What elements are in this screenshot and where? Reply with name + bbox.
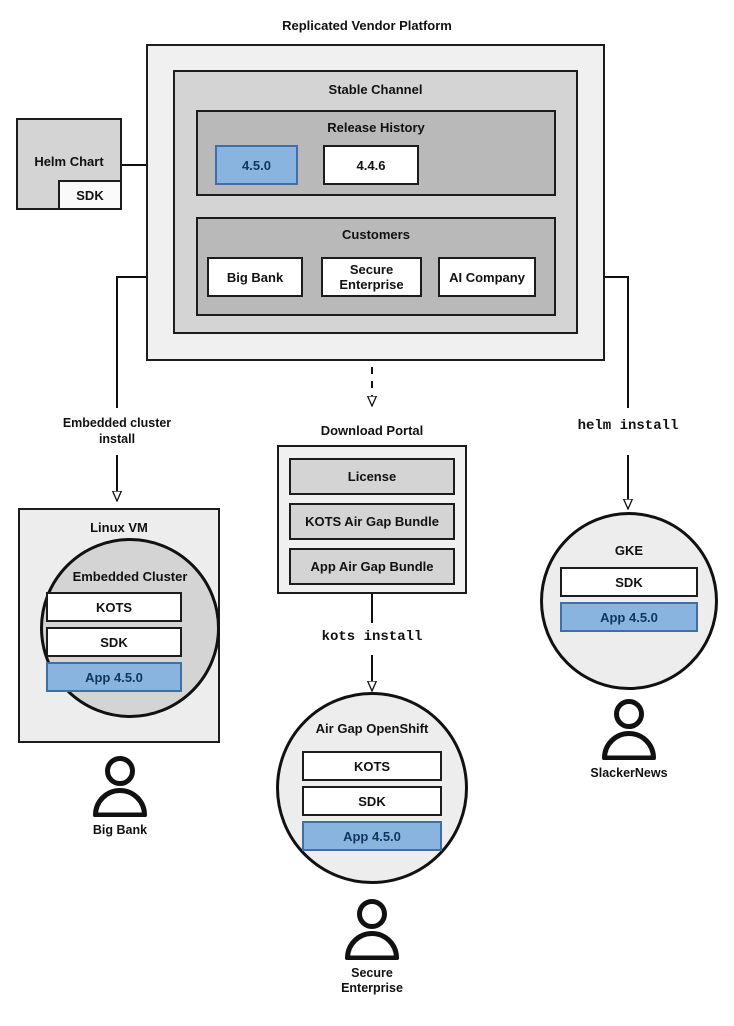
release-item-4-5-0[interactable]: 4.5.0 bbox=[215, 145, 298, 185]
release-item-4-4-6[interactable]: 4.4.6 bbox=[323, 145, 419, 185]
big-bank-user-caption: Big Bank bbox=[92, 823, 148, 837]
slackernews-user-icon: SlackerNews bbox=[583, 698, 675, 784]
person-icon bbox=[345, 899, 399, 961]
gke-label: GKE bbox=[614, 543, 644, 558]
linux-vm-component-sdk[interactable]: SDK bbox=[46, 627, 182, 657]
secure-enterprise-user-icon: Secure Enterprise bbox=[326, 898, 418, 998]
customer-secure-enterprise[interactable]: Secure Enterprise bbox=[321, 257, 422, 297]
person-icon bbox=[93, 756, 147, 818]
secure-enterprise-user-caption: Secure Enterprise bbox=[326, 966, 418, 996]
embedded-cluster-label: Embedded Cluster bbox=[72, 569, 188, 584]
caption-line-2: Enterprise bbox=[341, 981, 403, 995]
slackernews-user-caption: SlackerNews bbox=[590, 766, 668, 780]
stable-channel-label: Stable Channel bbox=[328, 82, 423, 97]
download-portal-title: Download Portal bbox=[320, 423, 424, 438]
customer-ai-company[interactable]: AI Company bbox=[438, 257, 536, 297]
gke-circle: GKE bbox=[540, 512, 718, 690]
customer-big-bank[interactable]: Big Bank bbox=[207, 257, 303, 297]
helm-chart-box[interactable]: Helm Chart bbox=[16, 118, 122, 210]
download-artifact-license[interactable]: License bbox=[289, 458, 455, 495]
air-gap-component-sdk[interactable]: SDK bbox=[302, 786, 442, 816]
linux-vm-component-app[interactable]: App 4.5.0 bbox=[46, 662, 182, 692]
release-history-label: Release History bbox=[327, 120, 425, 135]
linux-vm-label: Linux VM bbox=[90, 520, 148, 535]
page-title: Replicated Vendor Platform bbox=[282, 18, 452, 33]
air-gap-component-kots[interactable]: KOTS bbox=[302, 751, 442, 781]
caption-line-1: Secure bbox=[351, 966, 393, 980]
download-artifact-app-air-gap-bundle[interactable]: App Air Gap Bundle bbox=[289, 548, 455, 585]
edge-label-line-2: install bbox=[98, 432, 136, 446]
helm-chart-sdk-box[interactable]: SDK bbox=[58, 180, 122, 210]
edge-label-kots-install: kots install bbox=[321, 629, 423, 645]
download-artifact-kots-air-gap-bundle[interactable]: KOTS Air Gap Bundle bbox=[289, 503, 455, 540]
edge-label-embedded-cluster-install: Embedded cluster install bbox=[37, 415, 197, 447]
customers-label: Customers bbox=[342, 227, 410, 242]
edge-label-helm-install: helm install bbox=[577, 418, 679, 434]
gke-component-sdk[interactable]: SDK bbox=[560, 567, 698, 597]
gke-component-app[interactable]: App 4.5.0 bbox=[560, 602, 698, 632]
person-icon bbox=[602, 699, 656, 761]
air-gap-component-app[interactable]: App 4.5.0 bbox=[302, 821, 442, 851]
linux-vm-component-kots[interactable]: KOTS bbox=[46, 592, 182, 622]
air-gap-openshift-label: Air Gap OpenShift bbox=[315, 721, 429, 736]
edge-label-line-1: Embedded cluster bbox=[62, 416, 172, 430]
big-bank-user-icon: Big Bank bbox=[74, 755, 166, 841]
helm-chart-label: Helm Chart bbox=[34, 154, 104, 169]
